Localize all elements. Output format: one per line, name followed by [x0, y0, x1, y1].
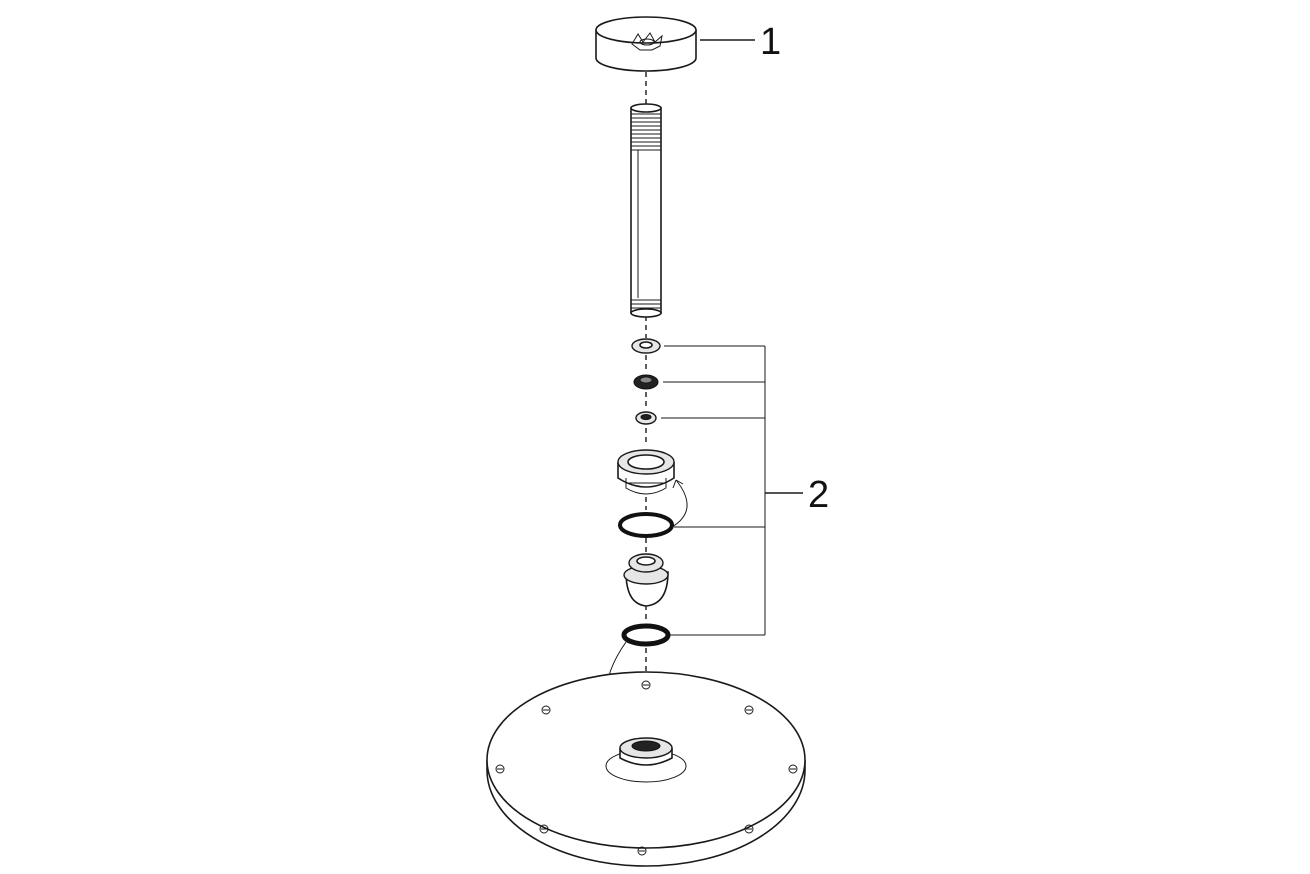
- callout-1-label: 1: [760, 21, 781, 63]
- callout-2-label: 2: [808, 474, 829, 516]
- o-ring-small-part: [621, 623, 671, 647]
- ball-joint-part: [623, 553, 669, 607]
- filter-screen-part: [633, 374, 659, 390]
- washer-part: [631, 338, 661, 354]
- shower-head-plate: [486, 671, 806, 867]
- flow-restrictor-part: [635, 411, 657, 425]
- o-ring-large-part: [618, 512, 674, 538]
- callout-2-bracket: [661, 345, 803, 636]
- nut-assembly-arrow: [671, 479, 688, 528]
- shower-arm-pipe: [630, 103, 662, 318]
- ceiling-flange-part: [595, 16, 697, 72]
- plate-screw-holes: [495, 680, 798, 856]
- threaded-nut-part: [617, 449, 675, 495]
